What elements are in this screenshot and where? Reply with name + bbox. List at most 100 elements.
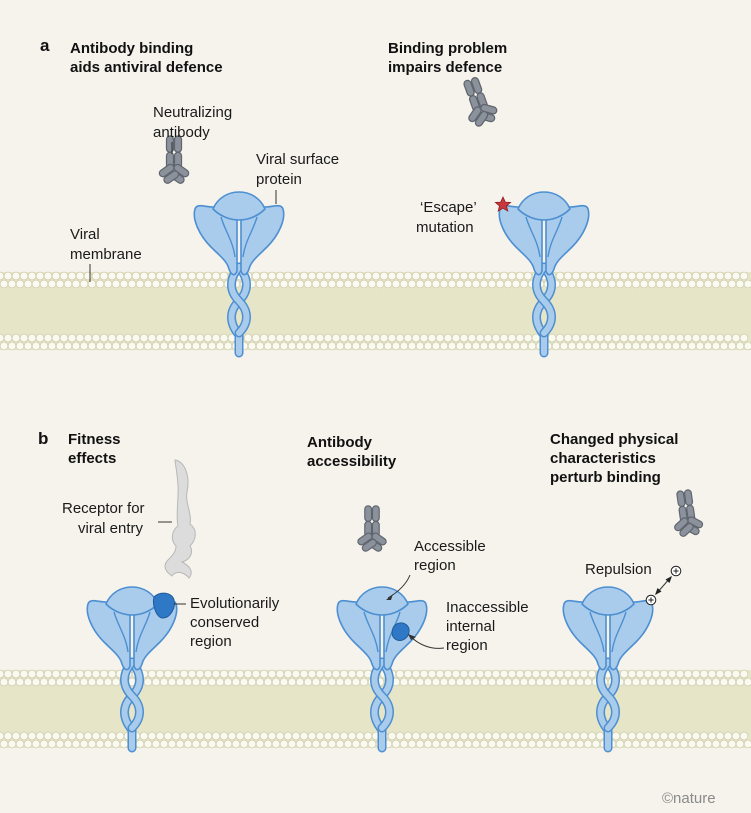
lipid-head bbox=[603, 333, 613, 343]
lipid-head bbox=[607, 341, 617, 351]
lipid-head bbox=[595, 271, 605, 281]
lipid-head bbox=[563, 333, 573, 343]
escape-mutation-label: ‘Escape’ mutation bbox=[416, 199, 480, 236]
lipid-head bbox=[363, 731, 373, 741]
lipid-head bbox=[391, 341, 401, 351]
lipid-head bbox=[531, 731, 541, 741]
lipid-head bbox=[367, 739, 377, 749]
lipid-head bbox=[187, 669, 197, 679]
lipid-head bbox=[427, 271, 437, 281]
lipid-head bbox=[279, 279, 289, 289]
lipid-head bbox=[715, 271, 725, 281]
lipid-head bbox=[155, 271, 165, 281]
lipid-head bbox=[567, 677, 577, 687]
lipid-head bbox=[303, 279, 313, 289]
lipid-head bbox=[411, 731, 421, 741]
viral-surface-protein-label: Viral surface protein bbox=[256, 151, 343, 188]
lipid-head bbox=[731, 271, 741, 281]
lipid-head bbox=[135, 279, 145, 289]
lipid-head bbox=[707, 669, 717, 679]
lipid-head bbox=[603, 271, 613, 281]
lipid-head bbox=[71, 739, 81, 749]
lipid-head bbox=[435, 731, 445, 741]
lipid-head bbox=[335, 341, 345, 351]
lipid-head bbox=[463, 341, 473, 351]
lipid-head bbox=[63, 677, 73, 687]
lipid-head bbox=[287, 279, 297, 289]
lipid-head bbox=[403, 333, 413, 343]
lipid-head bbox=[611, 333, 621, 343]
lipid-head bbox=[455, 341, 465, 351]
lipid-head bbox=[151, 279, 161, 289]
lipid-head bbox=[203, 669, 213, 679]
lipid-head bbox=[587, 271, 597, 281]
lipid-head bbox=[63, 279, 73, 289]
lipid-head bbox=[499, 669, 509, 679]
lipid-head bbox=[467, 271, 477, 281]
accessible-region-arrowhead bbox=[386, 594, 393, 600]
lipid-head bbox=[679, 279, 689, 289]
lipid-head bbox=[671, 341, 681, 351]
neutralizing-antibody-label: Neutralizing antibody bbox=[153, 104, 236, 141]
lipid-head bbox=[331, 333, 341, 343]
lipid-head bbox=[575, 677, 585, 687]
lipid-head bbox=[323, 669, 333, 679]
lipid-head bbox=[667, 333, 677, 343]
lipid-head bbox=[555, 271, 565, 281]
lipid-head bbox=[167, 341, 177, 351]
lipid-head bbox=[203, 271, 213, 281]
lipid-head bbox=[687, 739, 697, 749]
lipid-head bbox=[175, 341, 185, 351]
lipid-head bbox=[71, 677, 81, 687]
lipid-head bbox=[267, 731, 277, 741]
lipid-head bbox=[67, 731, 77, 741]
lipid-head bbox=[139, 333, 149, 343]
lipid-head bbox=[611, 271, 621, 281]
lipid-head bbox=[107, 731, 117, 741]
accessible-region-label: Accessible region bbox=[414, 538, 490, 574]
lipid-head bbox=[403, 669, 413, 679]
lipid-head bbox=[435, 271, 445, 281]
lipid-head bbox=[487, 677, 497, 687]
lipid-head bbox=[339, 271, 349, 281]
lipid-head bbox=[635, 669, 645, 679]
lipid-head bbox=[67, 669, 77, 679]
lipid-head bbox=[375, 279, 385, 289]
lipid-head bbox=[131, 333, 141, 343]
lipid-head bbox=[631, 279, 641, 289]
lipid-head bbox=[383, 279, 393, 289]
lipid-head bbox=[191, 739, 201, 749]
lipid-head bbox=[75, 731, 85, 741]
lipid-head bbox=[515, 271, 525, 281]
lipid-head bbox=[567, 341, 577, 351]
lipid-head bbox=[547, 669, 557, 679]
lipid-head bbox=[291, 669, 301, 679]
lipid-head bbox=[111, 279, 121, 289]
receptor-label: Receptor for viral entry bbox=[62, 500, 149, 537]
lipid-head bbox=[447, 677, 457, 687]
lipid-head bbox=[147, 271, 157, 281]
lipid-head bbox=[511, 341, 521, 351]
lipid-head bbox=[651, 669, 661, 679]
lipid-head bbox=[743, 341, 751, 351]
lipid-head bbox=[579, 669, 589, 679]
lipid-head bbox=[147, 669, 157, 679]
lipid-head bbox=[175, 677, 185, 687]
lipid-head bbox=[459, 271, 469, 281]
lipid-head bbox=[567, 279, 577, 289]
lipid-head bbox=[39, 341, 49, 351]
lipid-head bbox=[47, 341, 57, 351]
lipid-head bbox=[659, 731, 669, 741]
lipid-head bbox=[119, 739, 129, 749]
lipid-head bbox=[71, 341, 81, 351]
lipid-head bbox=[471, 739, 481, 749]
panel-a-right-title: Binding problem impairs defence bbox=[388, 40, 511, 76]
lipid-head bbox=[123, 333, 133, 343]
lipid-head bbox=[87, 279, 97, 289]
panel-a-right-title-line-2: impairs defence bbox=[388, 59, 502, 76]
lipid-head bbox=[283, 731, 293, 741]
lipid-head bbox=[339, 333, 349, 343]
panel-a-left-title-line-1: Antibody binding bbox=[70, 40, 193, 57]
lipid-head bbox=[487, 341, 497, 351]
lipid-head bbox=[531, 669, 541, 679]
